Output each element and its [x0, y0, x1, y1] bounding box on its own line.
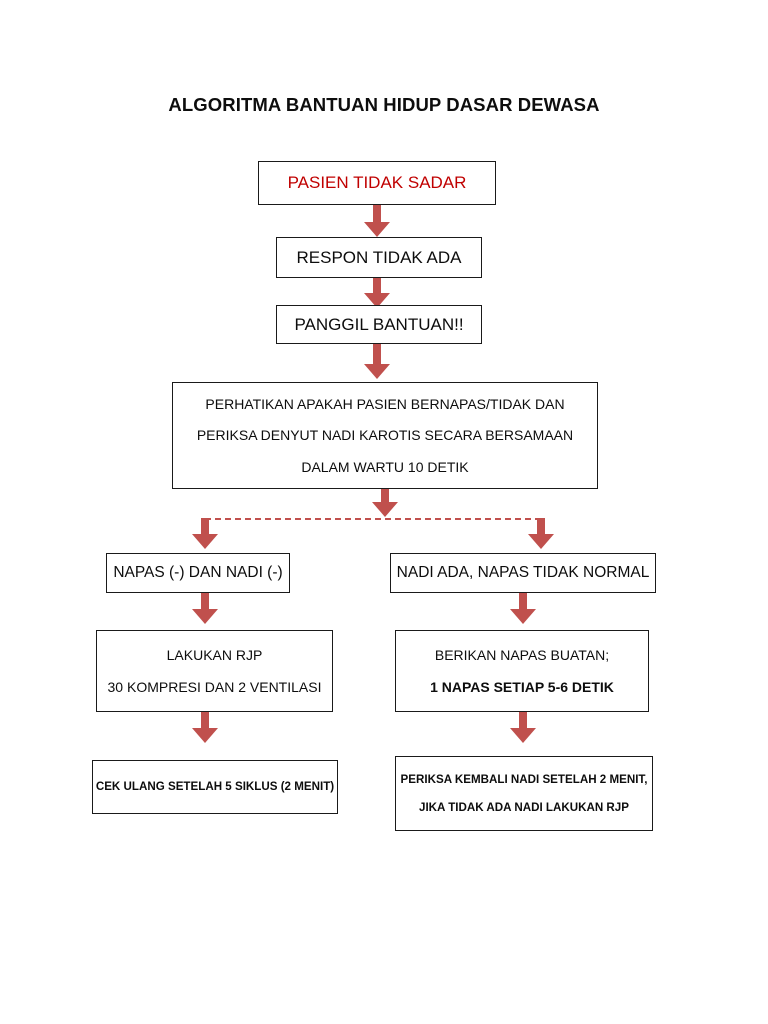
node-napas-nadi-negatif: NAPAS (-) DAN NADI (-)	[106, 553, 290, 593]
arrow-split-to-branch-right	[528, 518, 554, 551]
node-pasien-tidak-sadar: PASIEN TIDAK SADAR	[258, 161, 496, 205]
node-panggil-bantuan-label: PANGGIL BANTUAN!!	[294, 314, 464, 334]
page-title: ALGORITMA BANTUAN HIDUP DASAR DEWASA	[168, 94, 600, 115]
arrow-branch-right-to-rescue-breaths	[510, 593, 536, 625]
node-pasien-tidak-sadar-label: PASIEN TIDAK SADAR	[287, 173, 467, 193]
node-respon-tidak-ada-label: RESPON TIDAK ADA	[296, 247, 462, 267]
arrow-call-help-to-assess	[364, 344, 390, 380]
arrow-start-to-no-response	[364, 205, 390, 237]
node-periksa-kembali-nadi: PERIKSA KEMBALI NADI SETELAH 2 MENIT, JI…	[395, 756, 653, 831]
node-berikan-napas-buatan: BERIKAN NAPAS BUATAN; 1 NAPAS SETIAP 5-6…	[395, 630, 649, 712]
split-dashed-connector	[205, 518, 541, 520]
node-cek-ulang-siklus: CEK ULANG SETELAH 5 SIKLUS (2 MENIT)	[92, 760, 338, 814]
node-perhatikan-assessment: PERHATIKAN APAKAH PASIEN BERNAPAS/TIDAK …	[172, 382, 598, 489]
arrow-no-response-to-call-help	[364, 278, 390, 308]
cpr-line-1: LAKUKAN RJP	[166, 647, 263, 664]
node-nadi-ada-napas-tidak-normal-label: NADI ADA, NAPAS TIDAK NORMAL	[396, 564, 650, 582]
node-lakukan-rjp: LAKUKAN RJP 30 KOMPRESI DAN 2 VENTILASI	[96, 630, 333, 712]
cpr-line-2: 30 KOMPRESI DAN 2 VENTILASI	[107, 678, 322, 695]
node-napas-nadi-negatif-label: NAPAS (-) DAN NADI (-)	[113, 564, 283, 582]
arrow-rescue-breaths-to-recheck-right	[510, 712, 536, 744]
recheck-right-line-2: JIKA TIDAK ADA NADI LAKUKAN RJP	[419, 801, 629, 814]
recheck-right-line-1: PERIKSA KEMBALI NADI SETELAH 2 MENIT,	[400, 772, 648, 786]
arrow-cpr-to-recheck-left	[192, 712, 218, 744]
node-panggil-bantuan: PANGGIL BANTUAN!!	[276, 305, 482, 344]
node-cek-ulang-siklus-label: CEK ULANG SETELAH 5 SIKLUS (2 MENIT)	[95, 780, 335, 794]
assessment-line-3: DALAM WARTU 10 DETIK	[301, 458, 469, 475]
node-nadi-ada-napas-tidak-normal: NADI ADA, NAPAS TIDAK NORMAL	[390, 553, 656, 593]
rescue-breaths-line-2: 1 NAPAS SETIAP 5-6 DETIK	[430, 678, 614, 695]
arrow-assess-to-split	[372, 489, 398, 519]
node-respon-tidak-ada: RESPON TIDAK ADA	[276, 237, 482, 278]
rescue-breaths-line-1: BERIKAN NAPAS BUATAN;	[434, 647, 610, 664]
arrow-branch-left-to-cpr	[192, 593, 218, 625]
assessment-line-1: PERHATIKAN APAKAH PASIEN BERNAPAS/TIDAK …	[205, 396, 565, 413]
arrow-split-to-branch-left	[192, 518, 218, 551]
assessment-line-2: PERIKSA DENYUT NADI KAROTIS SECARA BERSA…	[196, 427, 574, 444]
